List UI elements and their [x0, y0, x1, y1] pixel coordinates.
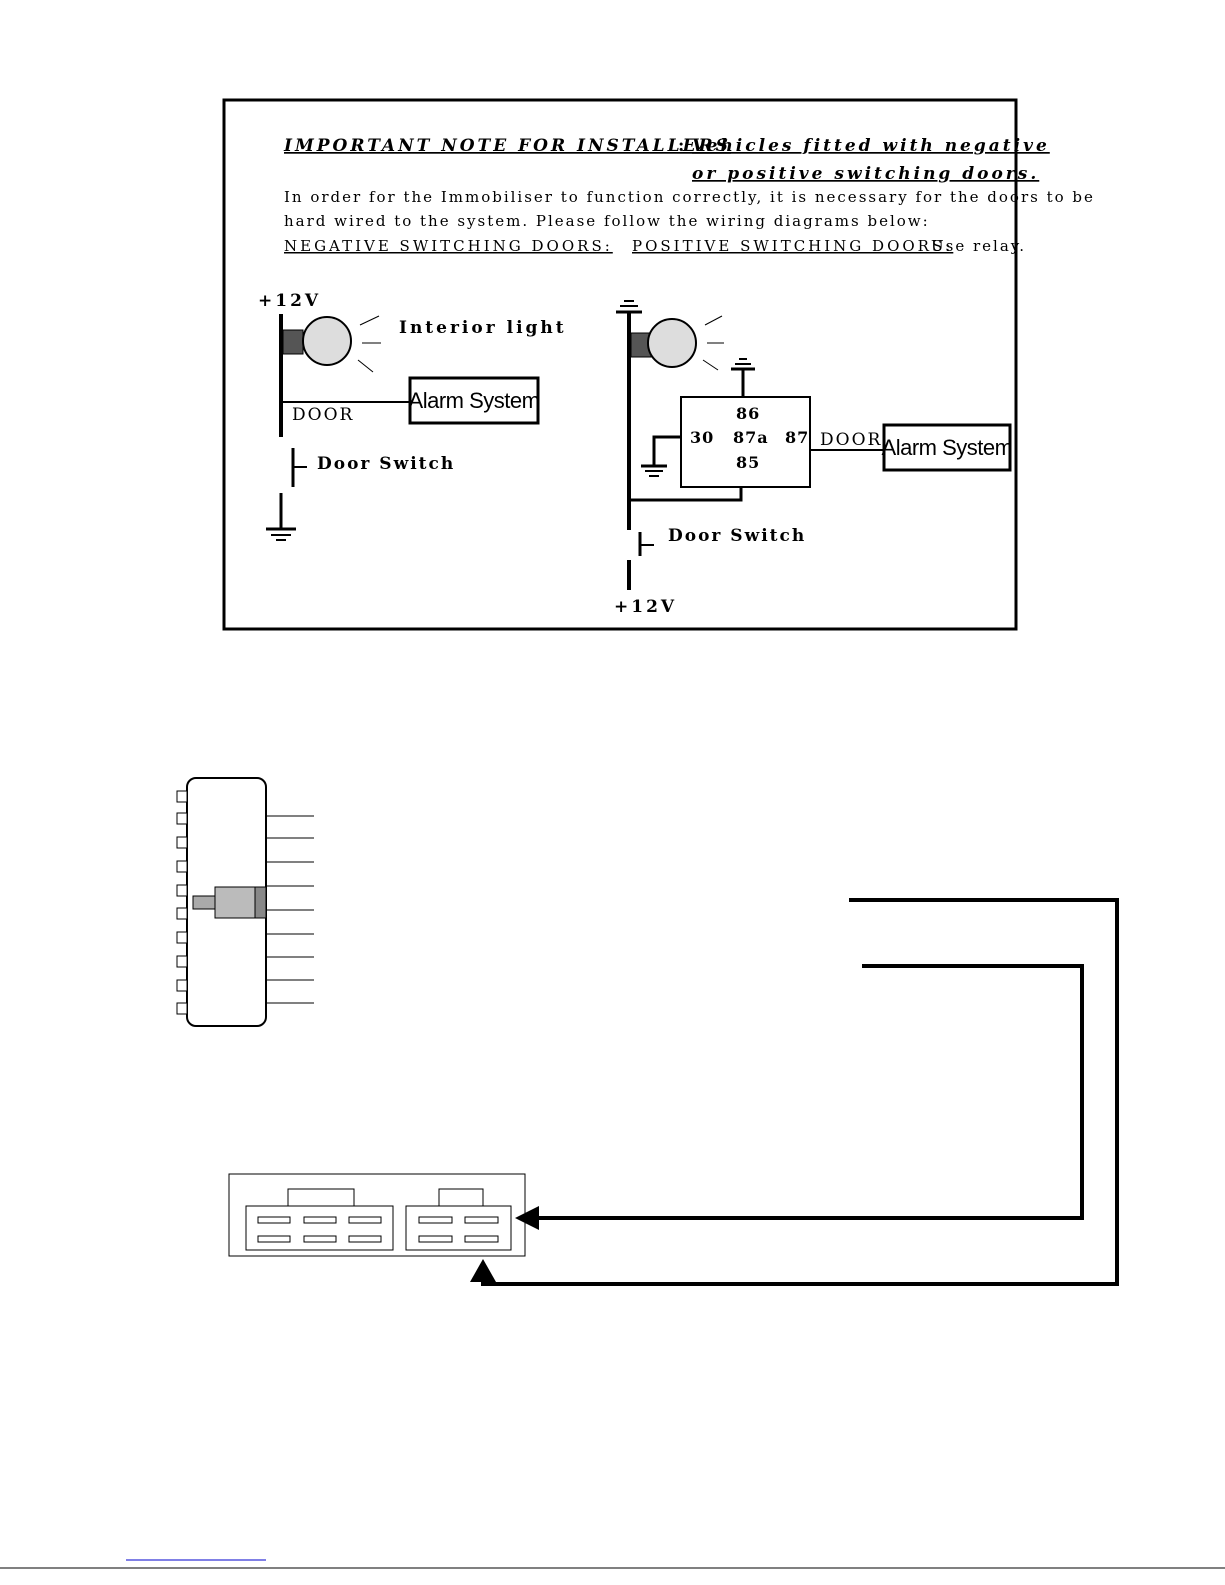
module-pin [176, 860, 188, 873]
module-pin [176, 812, 188, 825]
interior-light-label: Interior light [399, 318, 567, 338]
connector-slot [418, 1216, 453, 1224]
module-pin [176, 884, 188, 897]
connector-slot [303, 1235, 337, 1243]
module-pin [176, 955, 188, 968]
connector-latch [287, 1188, 355, 1207]
negative-alarm-system-box [408, 376, 540, 425]
relay-pin-87: 87 [785, 428, 809, 447]
interior-light-bulb [647, 318, 697, 368]
positive-door-switch-label: Door Switch [668, 526, 806, 546]
positive-supply-label: +12V [614, 597, 677, 617]
arrow-up-icon [470, 1259, 496, 1282]
inner-routing-wire [535, 964, 1084, 1220]
note-frame [222, 98, 1018, 631]
relay-pin-86: 86 [736, 404, 760, 423]
connector-block-large [245, 1205, 394, 1251]
module-pin [176, 790, 188, 803]
positive-alarm-system-label: Alarm System [882, 435, 1013, 460]
vehicle-connector [228, 1173, 526, 1257]
connector-slot [464, 1216, 499, 1224]
positive-diagram: 86 30 87a 87 85 DOOR Alarm System Door S… [614, 300, 1013, 617]
module-pin [176, 979, 188, 992]
relay-30-ground-wire [652, 435, 681, 466]
negative-title: NEGATIVE SWITCHING DOORS: [284, 237, 613, 255]
module-pin [176, 836, 188, 849]
connector-slot [348, 1235, 382, 1243]
outer-routing-wire [481, 898, 1119, 1286]
connector-slot [257, 1216, 291, 1224]
light-ray [357, 359, 374, 373]
negative-door-label: DOOR [292, 405, 354, 425]
connector-slot [464, 1235, 499, 1243]
connector-slot [257, 1235, 291, 1243]
negative-diagram: +12V Interior light DOOR Alarm System Do… [258, 291, 567, 541]
connector-slot [418, 1235, 453, 1243]
connector-block-small [405, 1205, 512, 1251]
positive-suffix: Use relay. [931, 237, 1026, 255]
connector-slot [348, 1216, 382, 1224]
module-plug [254, 886, 267, 919]
module-plug [214, 886, 258, 919]
note-heading-colon: : [678, 136, 687, 156]
light-ray [704, 315, 723, 326]
module-pin [176, 1002, 188, 1015]
module-pin [176, 931, 188, 944]
interior-light-bulb [302, 316, 352, 366]
negative-door-switch-label: Door Switch [317, 454, 455, 474]
negative-supply-label: +12V [258, 291, 321, 311]
positive-door-label: DOOR [820, 430, 882, 450]
relay-box [680, 396, 811, 488]
light-ray [702, 359, 719, 371]
positive-alarm-system-box [882, 423, 1012, 472]
module-pin [176, 907, 188, 920]
note-subheading-line1: Vehicles fitted with negative [692, 136, 1050, 156]
note-body-line2: hard wired to the system. Please follow … [284, 212, 930, 230]
relay-pin-87a: 87a [733, 428, 769, 447]
note-subheading-line2: or positive switching doors. [692, 164, 1039, 184]
immobiliser-module [176, 777, 314, 1027]
positive-title: POSITIVE SWITCHING DOORS: [632, 237, 953, 255]
light-ray [359, 315, 380, 326]
connector-slot [303, 1216, 337, 1224]
lamp-socket [282, 329, 304, 355]
negative-alarm-system-label: Alarm System [409, 388, 540, 413]
relay-pin-85: 85 [736, 453, 760, 472]
note-heading: IMPORTANT NOTE FOR INSTALLERS [283, 136, 731, 156]
arrow-left-icon [515, 1206, 539, 1230]
connector-latch [438, 1188, 484, 1207]
note-body-line1: In order for the Immobiliser to function… [284, 188, 1095, 206]
relay-85-wire [629, 487, 743, 502]
relay-pin-30: 30 [690, 428, 714, 447]
